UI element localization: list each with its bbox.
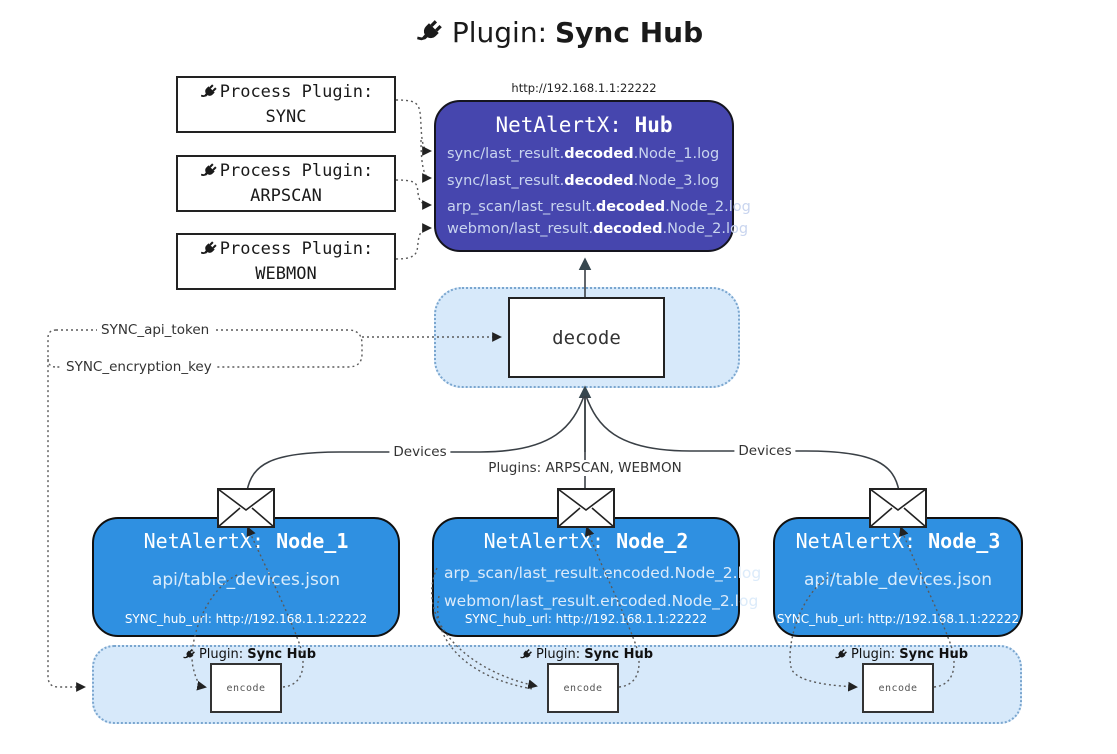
band-plugin-label: Plugin: Sync Hub [834,647,968,662]
node-hub-url: SYNC_hub_url: http://192.168.1.1:22222 [776,612,1020,626]
band-plugin-label: Plugin: Sync Hub [519,647,653,662]
hub-url: http://192.168.1.1:22222 [511,81,657,95]
hub-log-line: sync/last_result.decoded.Node_3.log [447,173,720,189]
process-plugin-label: Process Plugin: [219,81,374,102]
label-devices-right: Devices [734,443,796,459]
node-file-line: api/table_devices.json [151,570,341,590]
node-title: NetAlertX: Node_2 [483,529,689,553]
encode-box: encode [547,663,619,713]
edge-encryption-key-to-band [47,329,86,692]
page-title-name: Sync Hub [555,16,704,49]
encode-box: encode [210,663,282,713]
plug-icon [200,241,217,254]
band-plugin-label: Plugin: Sync Hub [182,647,316,662]
process-plugin-box-webmon: Process Plugin: WEBMON [176,233,396,290]
encode-box: encode [862,663,934,713]
process-plugin-box-sync: Process Plugin: SYNC [176,76,396,133]
process-plugin-box-arpscan: Process Plugin: ARPSCAN [176,155,396,212]
plug-icon [200,163,217,176]
hub-log-line: sync/last_result.decoded.Node_1.log [447,146,720,162]
hub-title: NetAlertX: Hub [495,113,673,137]
node-hub-url: SYNC_hub_url: http://192.168.1.1:22222 [124,612,368,626]
decode-box: decode [508,297,665,378]
process-plugin-name: SYNC [265,106,307,127]
edge-left-corner [47,358,57,368]
page-title-prefix: Plugin: [451,16,548,49]
process-plugin-label: Process Plugin: [219,238,374,259]
node-title: NetAlertX: Node_3 [795,529,1001,553]
process-plugin-name: WEBMON [255,263,317,284]
hub-log-line: webmon/last_result.decoded.Node_2.log [447,221,749,237]
hub-box: NetAlertX: Hub sync/last_result.decoded.… [434,100,751,252]
plug-icon [200,84,217,97]
label-plugins-arpscan-webmon: Plugins: ARPSCAN, WEBMON [484,460,686,476]
label-sync-encryption-key: SYNC_encryption_key [62,359,216,375]
page-title: Plugin: Sync Hub [0,16,1117,49]
label-devices-left: Devices [389,444,451,460]
edge-sync-to-hub-2 [420,139,432,183]
hub-log-line: arp_scan/last_result.decoded.Node_2.log [447,199,751,215]
process-plugin-name: ARPSCAN [250,185,322,206]
plug-icon [520,648,532,658]
edge-webmon-to-hub [395,223,432,260]
node-title: NetAlertX: Node_1 [143,529,349,553]
node-file-line: api/table_devices.json [803,570,993,590]
process-plugin-label: Process Plugin: [219,160,374,181]
label-sync-api-token: SYNC_api_token [97,322,214,338]
edge-sync-to-hub-1 [395,99,432,156]
node-box-node-2: NetAlertX: Node_2 arp_scan/last_result.e… [432,517,761,637]
edge-arpscan-to-hub [395,179,432,210]
node-file-line: webmon/last_result.encoded.Node_2.log [444,592,759,610]
node-hub-url: SYNC_hub_url: http://192.168.1.1:22222 [464,612,708,626]
node-box-node-1: NetAlertX: Node_1 api/table_devices.json… [92,517,400,637]
plug-icon [416,19,442,40]
plug-icon [183,648,195,658]
plug-icon [835,648,847,658]
node-box-node-3: NetAlertX: Node_3 api/table_devices.json… [773,517,1023,637]
node-file-line: arp_scan/last_result.encoded.Node_2.log [444,564,762,582]
